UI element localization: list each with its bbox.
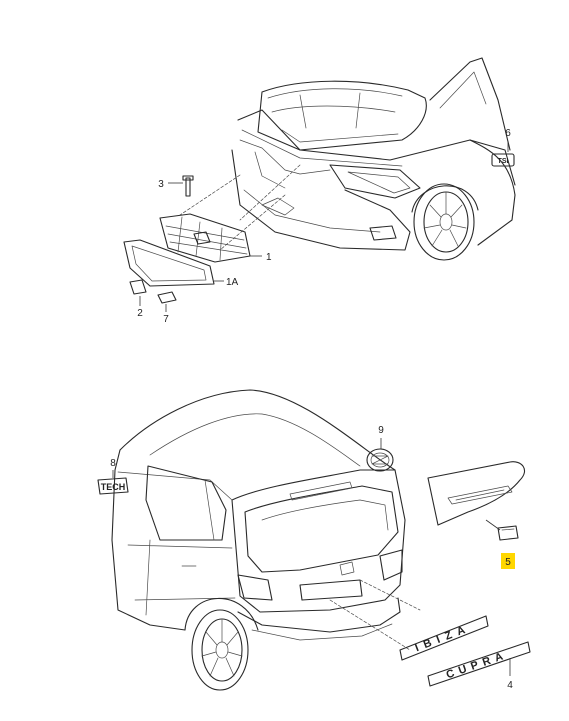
callout-5: 5 [505, 557, 511, 568]
front-car-illustration: TSI [231, 57, 516, 261]
rear-emblem [366, 448, 394, 472]
callout-3: 3 [158, 179, 164, 190]
tsi-badge: TSI [491, 153, 515, 167]
callout-4: 4 [507, 680, 513, 691]
front-wheel [411, 183, 479, 261]
callout-5-highlight [501, 553, 515, 569]
ibiza-text: IBIZA [413, 622, 472, 654]
rear-car-illustration: TECH [97, 389, 406, 691]
callout-6: 6 [505, 128, 511, 139]
tech-badge-text: TECH [101, 482, 126, 492]
cupra-lettering: CUPRA [427, 641, 531, 687]
callout-1: 1 [266, 252, 272, 263]
tsi-badge-text: TSI [498, 158, 509, 165]
callout-8: 8 [110, 458, 116, 469]
callout-1a: 1A [226, 277, 239, 288]
radiator-grille-assembly [123, 164, 301, 304]
rear-badge-panel [329, 461, 525, 651]
tech-badge: TECH [97, 477, 129, 495]
callout-9: 9 [378, 425, 384, 436]
callout-7: 7 [163, 314, 169, 325]
rear-wheel [191, 609, 249, 691]
callout-2: 2 [137, 308, 143, 319]
cupra-text: CUPRA [445, 649, 510, 681]
ibiza-lettering: IBIZA [399, 615, 489, 661]
